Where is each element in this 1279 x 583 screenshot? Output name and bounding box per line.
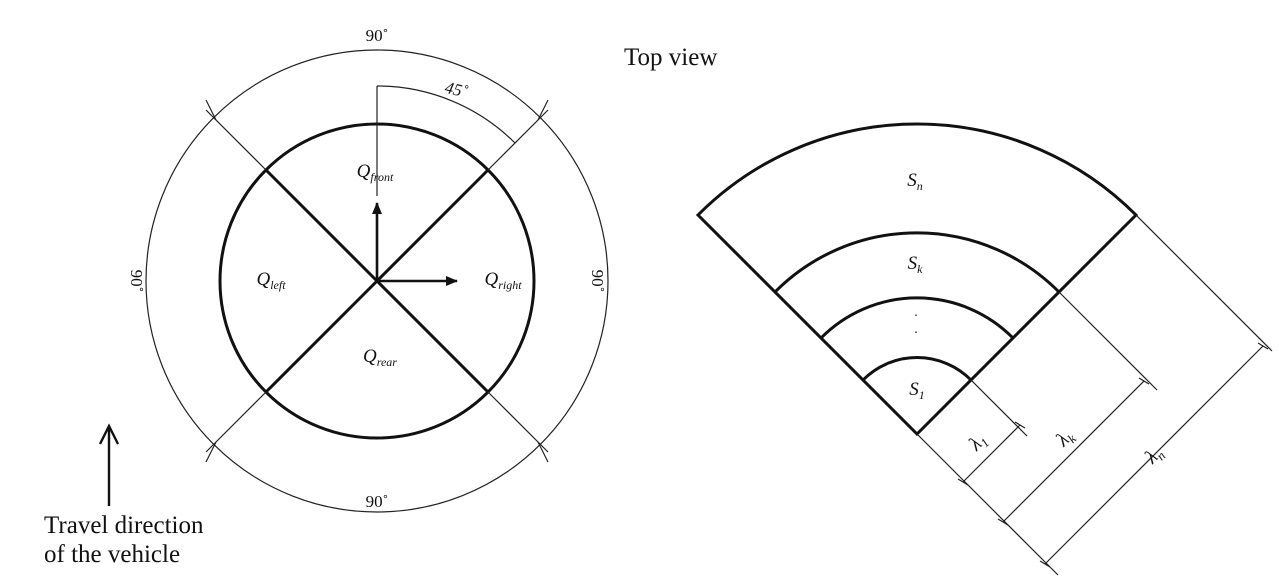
band-arc-k xyxy=(773,231,1061,294)
angle-label-right: 90˚ xyxy=(588,270,607,293)
tick-nw xyxy=(205,99,217,121)
vehicle-zone-figure: 90˚ 90˚ 90˚ 90˚ 45˚ Qfront Qleft Qright … xyxy=(127,26,609,513)
band-ellipsis-dot-1: . xyxy=(914,305,918,320)
dimension-tick-1a xyxy=(957,478,969,486)
detection-range-figure: Sn Sk S1 . . λ1 λk λn xyxy=(695,122,1273,576)
tick-sw xyxy=(205,441,217,463)
sector-divider-sw xyxy=(264,279,379,394)
dimension-line-1 xyxy=(962,424,1021,483)
dimension-tick-1b xyxy=(1014,421,1026,429)
dimension-tick-nb xyxy=(1257,342,1269,350)
sector-outline xyxy=(695,122,1139,437)
dimension-tick-ka xyxy=(997,518,1009,526)
sector-label-right: Qright xyxy=(484,269,522,292)
sector-divider-nw xyxy=(264,168,379,283)
dimension-extension-1 xyxy=(970,379,1028,437)
band-arc-mid xyxy=(819,296,1015,340)
angle-label-bottom: 90˚ xyxy=(366,492,389,511)
angle-label-left: 90˚ xyxy=(127,270,146,293)
dimension-extension-n xyxy=(1135,214,1273,352)
band-ellipsis-dot-2: . xyxy=(914,322,918,337)
travel-direction-line-2: of the vehicle xyxy=(44,541,181,568)
sector-divider-se xyxy=(375,279,490,394)
dimension-label-1: λ1 xyxy=(964,429,992,457)
angle-label-half: 45˚ xyxy=(443,78,470,102)
dimension-tick-kb xyxy=(1138,377,1150,385)
dimension-base-line xyxy=(916,433,1059,576)
band-label-k: Sk xyxy=(908,253,924,276)
dimension-extension-k xyxy=(1058,291,1158,391)
angle-label-top: 90˚ xyxy=(366,26,389,45)
sector-label-rear: Qrear xyxy=(363,346,397,369)
dimension-tick-na xyxy=(1039,560,1051,568)
tick-ne xyxy=(537,99,549,121)
travel-direction-line-1: Travel direction xyxy=(44,512,204,539)
dimension-label-n: λn xyxy=(1140,442,1168,470)
tick-se xyxy=(537,441,549,463)
travel-direction-arrowhead xyxy=(98,423,120,445)
dimension-line-n xyxy=(1044,345,1264,565)
half-angle-arc xyxy=(376,85,516,144)
sector-label-front: Qfront xyxy=(357,161,394,184)
dimension-label-k: λk xyxy=(1051,425,1079,453)
dimension-line-k xyxy=(1002,380,1145,523)
outer-dimension-circle xyxy=(145,49,609,513)
band-arc-1 xyxy=(861,356,973,382)
band-label-1: S1 xyxy=(909,379,925,402)
top-view-label: Top view xyxy=(624,44,718,71)
band-label-n: Sn xyxy=(907,170,923,193)
sector-label-left: Qleft xyxy=(256,269,286,292)
sector-divider-ne xyxy=(375,168,490,283)
